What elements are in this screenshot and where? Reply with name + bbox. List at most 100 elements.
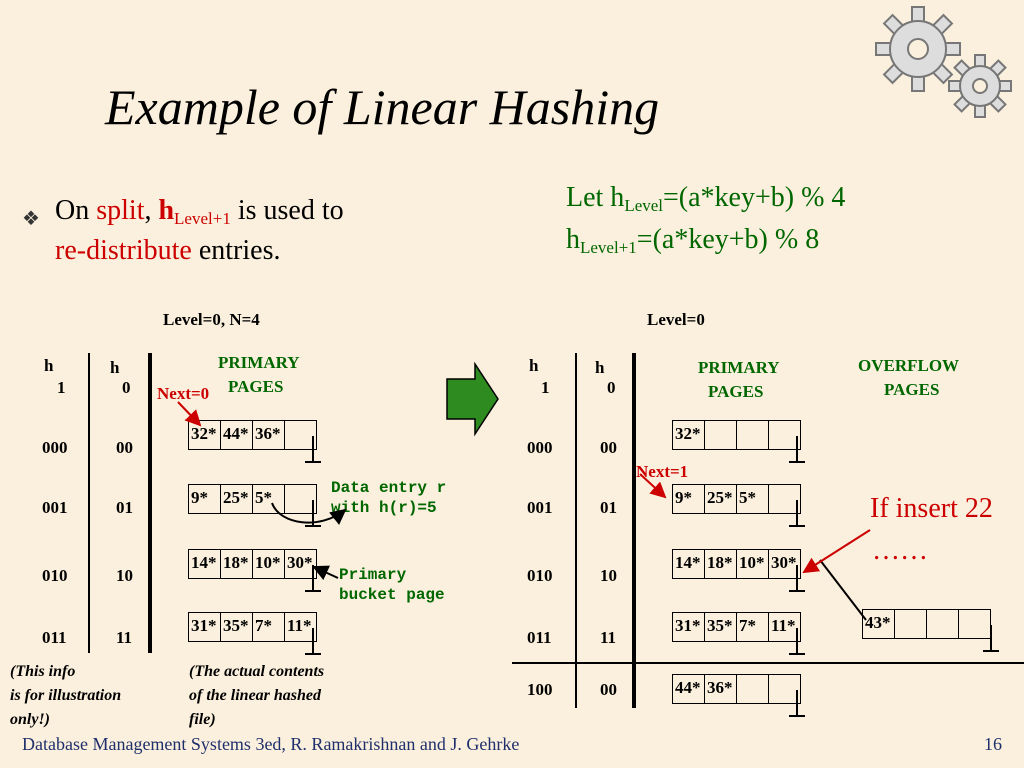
left-row-h0: 11 <box>116 628 133 647</box>
bullet-h-sub: Level+1 <box>174 209 231 228</box>
right-primary-bucket: 9*25*5* <box>672 484 801 514</box>
bullet-line-2: re-distribute entries. <box>55 235 280 267</box>
overflow-pages-label: PAGES <box>884 380 940 399</box>
bucket-ground <box>789 461 805 463</box>
bullet-split: split <box>96 195 145 226</box>
right-row-h1: 000 <box>527 438 553 457</box>
overflow-slot <box>958 609 991 639</box>
right-primary-bucket: 32* <box>672 420 801 450</box>
left-primary-bucket: 32*44*36* <box>188 420 317 450</box>
overflow-stem <box>990 625 992 651</box>
right-primary-bucket: 44*36* <box>672 674 801 704</box>
bucket-ground <box>305 653 321 655</box>
left-primary-bucket: 31*35*7*11* <box>188 612 317 642</box>
bucket-slot: 30* <box>768 549 801 579</box>
right-arrow-icon <box>445 361 500 442</box>
bucket-stem <box>796 436 798 462</box>
left-primary-bucket: 14*18*10*30* <box>188 549 317 579</box>
illustration-note: (This info is for illustration only!) <box>10 663 122 728</box>
bucket-slot <box>768 420 801 450</box>
bullet-text-3: entries. <box>191 235 281 266</box>
right-divider-thick <box>632 353 636 708</box>
bucket-ground <box>305 461 321 463</box>
bullet-h: h <box>158 195 175 226</box>
left-pages-label: PAGES <box>228 377 284 396</box>
right-row-h1: 100 <box>527 680 553 699</box>
bucket-stem <box>796 500 798 526</box>
bucket-ground <box>305 590 321 592</box>
bucket-stem <box>312 436 314 462</box>
left-h1-label: h <box>44 356 54 375</box>
bullet-redistribute: re-distribute <box>55 235 192 266</box>
right-next-pointer: Next=1 <box>636 462 689 481</box>
right-primary-bucket: 14*18*10*30* <box>672 549 801 579</box>
left-next-pointer: Next=0 <box>157 384 210 403</box>
left-primary-label: PRIMARY <box>218 353 300 372</box>
right-row-h0: 10 <box>600 566 617 585</box>
left-row-h0: 01 <box>116 498 133 517</box>
left-row-h1: 000 <box>42 438 68 457</box>
left-row-h1: 011 <box>42 628 67 647</box>
left-h0-label: h <box>110 358 120 377</box>
bucket-ground <box>789 715 805 717</box>
primary-bucket-label: Primary bucket page <box>339 566 445 604</box>
right-row-h0: 01 <box>600 498 617 517</box>
right-h1-label: h <box>529 356 539 375</box>
bucket-slot <box>284 420 317 450</box>
bucket-slot <box>768 484 801 514</box>
bucket-stem <box>796 690 798 716</box>
right-row-h1: 011 <box>527 628 552 647</box>
footer-citation: Database Management Systems 3ed, R. Rama… <box>22 734 520 754</box>
actual-contents-note: (The actual contents of the linear hashe… <box>189 663 325 728</box>
right-h0-sub: 0 <box>607 378 616 397</box>
left-row-h1: 001 <box>42 498 68 517</box>
bucket-stem <box>312 500 314 526</box>
right-level-header: Level=0 <box>647 310 705 329</box>
bucket-ground <box>789 653 805 655</box>
bucket-ground <box>789 590 805 592</box>
right-row-h0: 00 <box>600 438 617 457</box>
left-divider-thin <box>88 353 90 653</box>
bucket-slot <box>284 484 317 514</box>
bucket-stem <box>796 628 798 654</box>
data-entry-label: Data entry r with h(r)=5 <box>331 479 447 517</box>
overflow-ground <box>983 650 999 652</box>
bucket-slot: 11* <box>768 612 801 642</box>
bucket-ground <box>305 525 321 527</box>
right-row-h1: 001 <box>527 498 553 517</box>
left-row-h1: 010 <box>42 566 68 585</box>
bullet-line-1: On split, hLevel+1 is used to <box>55 195 344 229</box>
split-separator-line <box>512 662 1024 664</box>
left-h0-sub: 0 <box>122 378 131 397</box>
gears-icon <box>858 4 1023 119</box>
bucket-stem <box>796 565 798 591</box>
insert-note: If insert 22 <box>870 493 993 524</box>
left-level-header: Level=0, N=4 <box>163 310 260 329</box>
right-divider-thin <box>575 353 577 708</box>
left-h1-sub: 1 <box>57 378 66 397</box>
right-primary-bucket: 31*35*7*11* <box>672 612 801 642</box>
bucket-ground <box>789 525 805 527</box>
bullet-text: On <box>55 195 97 226</box>
slide-title: Example of Linear Hashing <box>105 79 660 135</box>
right-primary-label: PRIMARY <box>698 358 780 377</box>
overflow-label: OVERFLOW <box>858 356 960 375</box>
left-primary-bucket: 9*25*5* <box>188 484 317 514</box>
right-pages-label: PAGES <box>708 382 764 401</box>
bucket-stem <box>312 628 314 654</box>
bucket-slot: 30* <box>284 549 317 579</box>
right-h0-label: h <box>595 358 605 377</box>
bullet-text-2: is used to <box>230 195 344 226</box>
right-row-h1: 010 <box>527 566 553 585</box>
insert-ellipsis: …… <box>872 535 928 566</box>
right-row-h0: 00 <box>600 680 617 699</box>
right-row-h0: 11 <box>600 628 617 647</box>
formula-level: Let hLevel=(a*key+b) % 4 <box>566 182 846 215</box>
bucket-slot <box>768 674 801 704</box>
right-h1-sub: 1 <box>541 378 550 397</box>
formula-level-plus-1: hLevel+1=(a*key+b) % 8 <box>566 224 820 257</box>
left-divider-thick <box>148 353 152 653</box>
bullet-comma: , <box>144 195 159 226</box>
diamond-bullet-icon: ❖ <box>22 208 40 230</box>
